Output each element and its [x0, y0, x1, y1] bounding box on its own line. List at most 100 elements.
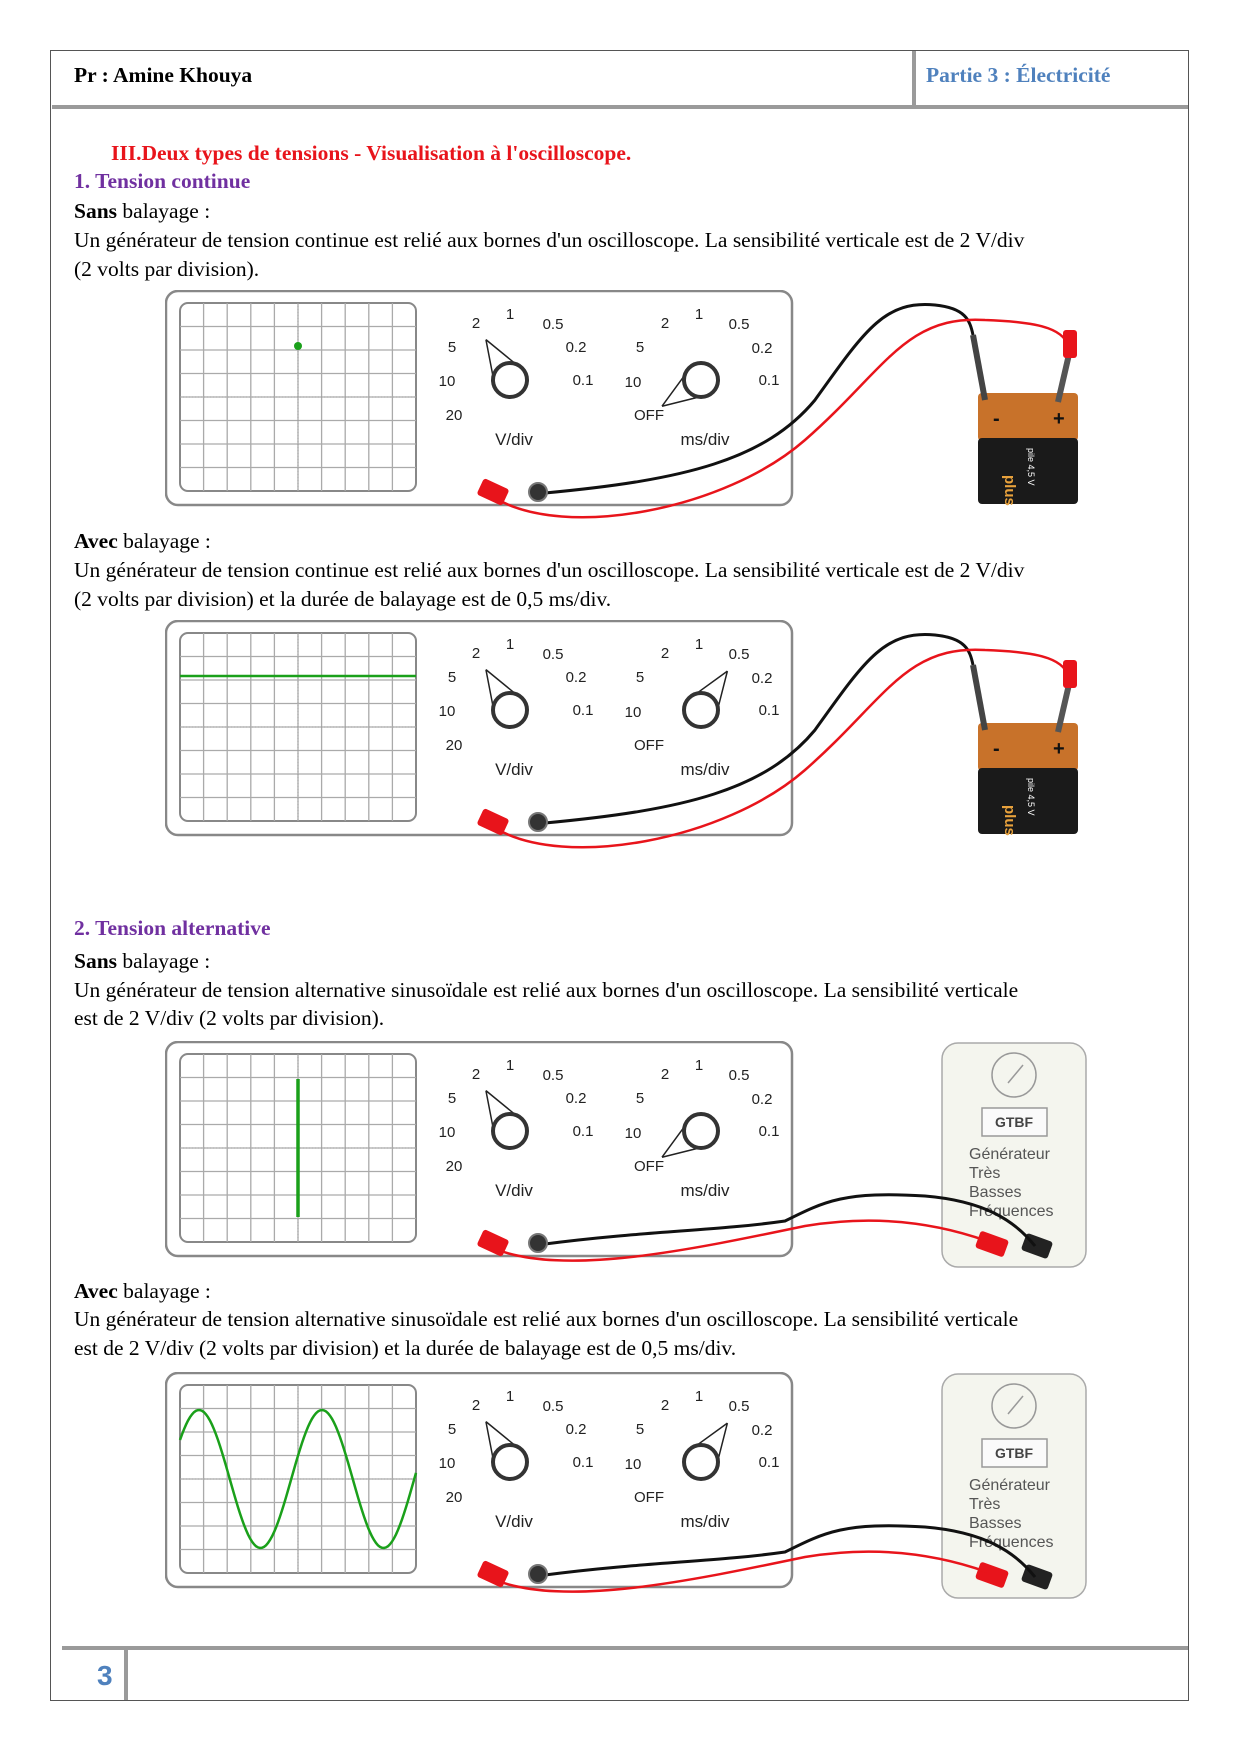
dial-label: OFF — [634, 1158, 664, 1175]
dial-label: 10 — [625, 1456, 642, 1473]
red-clip — [1055, 349, 1073, 403]
oscilloscope-screen — [179, 632, 417, 822]
dial-label: OFF — [634, 737, 664, 754]
paragraph-line: (2 volts par division) et la durée de ba… — [74, 587, 612, 611]
dial-knob — [682, 1443, 720, 1481]
heading-bold: Sans — [74, 949, 118, 973]
dial-knob — [682, 1112, 720, 1150]
ground-jack — [528, 1233, 548, 1253]
dial-label: 10 — [625, 704, 642, 721]
dial-label: 0.1 — [759, 372, 780, 389]
generator-text-line: Très — [969, 1496, 1000, 1513]
red-cable — [494, 1219, 988, 1262]
dial-unit-label: ms/div — [680, 1181, 730, 1200]
red-input-jack — [477, 1560, 509, 1588]
subsection-title-1: 1. Tension continue — [74, 169, 251, 193]
heading-bold: Avec — [74, 529, 118, 553]
generator-body — [941, 1373, 1087, 1599]
dial-label: 2 — [472, 315, 480, 332]
dial-label: 1 — [506, 1057, 514, 1074]
dial-label: 1 — [695, 306, 703, 323]
dial-label: 5 — [448, 669, 456, 686]
ground-jack — [528, 1564, 548, 1584]
oscilloscope-screen — [179, 302, 417, 492]
header-divider — [52, 105, 1188, 109]
dial-label: 2 — [661, 1066, 669, 1083]
paragraph-line: est de 2 V/div (2 volts par division). — [74, 1006, 385, 1030]
dial-label: 0.1 — [759, 1123, 780, 1140]
dial-label: 0.5 — [543, 646, 564, 663]
dial-label: 0.2 — [752, 1091, 773, 1108]
part-title: Partie 3 : Électricité — [926, 63, 1111, 87]
paragraph-line: est de 2 V/div (2 volts par division) et… — [74, 1336, 737, 1360]
dial-label: 20 — [446, 1489, 463, 1506]
paragraph-line: Un générateur de tension continue est re… — [74, 558, 1025, 582]
paragraph-line: Un générateur de tension continue est re… — [74, 228, 1025, 252]
dial-label: 0.2 — [566, 1421, 587, 1438]
dial-label: 1 — [506, 306, 514, 323]
dial-label: 5 — [448, 1090, 456, 1107]
generator-body — [941, 1042, 1087, 1268]
black-cable — [544, 1524, 1037, 1578]
red-clip — [1055, 679, 1073, 733]
generator-red-jack — [975, 1562, 1009, 1588]
dial-label: 2 — [472, 1397, 480, 1414]
dial-label: OFF — [634, 407, 664, 424]
dial-label: 1 — [695, 1388, 703, 1405]
dial-label: 1 — [506, 1388, 514, 1405]
generator-label: GTBF — [995, 1114, 1034, 1130]
heading-bold: Avec — [74, 1279, 118, 1303]
footer-divider — [62, 1646, 1188, 1650]
dial-label: 0.2 — [752, 670, 773, 687]
generator-label: GTBF — [995, 1445, 1034, 1461]
paragraph-line: Un générateur de tension alternative sin… — [74, 978, 1019, 1002]
heading-rest: balayage : — [117, 949, 211, 973]
red-input-jack — [477, 1229, 509, 1257]
dial-label: 5 — [636, 669, 644, 686]
dial-label: 1 — [506, 636, 514, 653]
dial-label: 2 — [472, 1066, 480, 1083]
battery-brand: plus — [1001, 475, 1018, 506]
dial-label: 10 — [439, 1455, 456, 1472]
generator-text-line: Fréquences — [969, 1203, 1054, 1220]
dial-label: 5 — [636, 339, 644, 356]
red-cable — [494, 1550, 988, 1593]
sans-heading-1: Sans balayage : — [74, 199, 210, 224]
generator-dial — [991, 1052, 1037, 1098]
dial-unit-label: ms/div — [680, 430, 730, 449]
dial-label: 5 — [448, 339, 456, 356]
dial-label: 0.1 — [759, 1454, 780, 1471]
dial-label: 5 — [448, 1421, 456, 1438]
generator-dial-pointer — [1007, 1395, 1024, 1415]
generator-text-line: Basses — [969, 1184, 1021, 1201]
avec-heading-1: Avec balayage : — [74, 529, 211, 554]
dial-knob — [491, 691, 529, 729]
heading-rest: balayage : — [117, 529, 211, 553]
generator-red-jack — [975, 1231, 1009, 1257]
dial-label: 0.1 — [573, 702, 594, 719]
generator-text-line: Générateur — [969, 1477, 1051, 1494]
dial-unit-label: ms/div — [680, 1512, 730, 1531]
red-clip-sleeve — [1063, 660, 1077, 688]
dial-label: 0.5 — [729, 1067, 750, 1084]
dial-label: 20 — [446, 1158, 463, 1175]
paragraph-line: Un générateur de tension alternative sin… — [74, 1307, 1019, 1331]
page-number: 3 — [97, 1660, 113, 1691]
dial-label: 0.2 — [566, 339, 587, 356]
dial-label: 10 — [439, 703, 456, 720]
section-title: III.Deux types de tensions - Visualisati… — [111, 141, 632, 165]
battery-bottom — [978, 438, 1078, 504]
dial-label: OFF — [634, 1489, 664, 1506]
generator-dial-pointer — [1007, 1064, 1024, 1084]
dial-label: 10 — [439, 373, 456, 390]
